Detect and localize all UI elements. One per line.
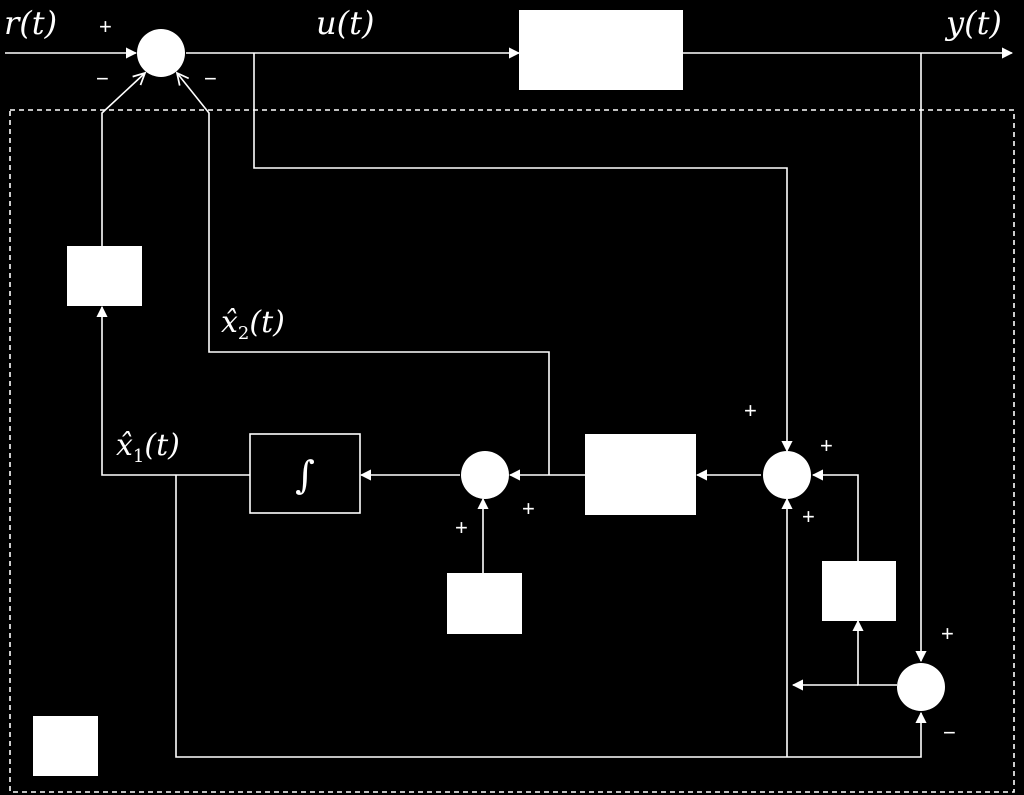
sign-top-plus: + [99, 14, 112, 39]
integrator-block [249, 433, 361, 514]
wire-error-to-right-gain [852, 619, 897, 686]
wire-right-gain-to-summer [811, 469, 859, 561]
observer-boundary [9, 109, 1015, 793]
sign-error-minus: − [943, 720, 956, 745]
sign-top-minus-left: − [96, 66, 109, 91]
observer-state-block [585, 434, 696, 515]
label-r: r(t) [4, 4, 57, 42]
label-y: y(t) [944, 4, 1002, 42]
sign-middle-plus-right: + [522, 496, 535, 521]
sign-observer-plus-right: + [820, 433, 833, 458]
observer-gain-right-block [822, 561, 896, 621]
wire-x2-to-top-summer [177, 73, 550, 475]
sign-observer-plus-top: + [744, 398, 757, 423]
sign-observer-plus-bottom: + [802, 504, 815, 529]
legend-block [33, 716, 98, 776]
top-summing-junction [137, 29, 185, 77]
sign-error-plus: + [941, 621, 954, 646]
wire-x1-to-error-summer [175, 475, 927, 758]
integrator-symbol: ∫ [295, 453, 315, 497]
wire-gain-to-top-summer [101, 73, 145, 246]
wire-u-to-observer-summer [253, 53, 793, 453]
sign-middle-plus-bottom: + [455, 515, 468, 540]
feedback-gain-block [67, 246, 142, 306]
error-summing-junction [897, 663, 945, 711]
middle-summing-junction [461, 451, 509, 499]
label-x2: x̂2(t) [221, 305, 285, 344]
wire-x1-to-gain [96, 305, 250, 476]
observer-gain-left-block [447, 573, 522, 634]
plant-block [519, 10, 683, 90]
label-x1: x̂1(t) [116, 428, 180, 467]
sign-top-minus-right: − [204, 66, 217, 91]
observer-summing-junction [763, 451, 811, 499]
label-u: u(t) [316, 4, 374, 42]
